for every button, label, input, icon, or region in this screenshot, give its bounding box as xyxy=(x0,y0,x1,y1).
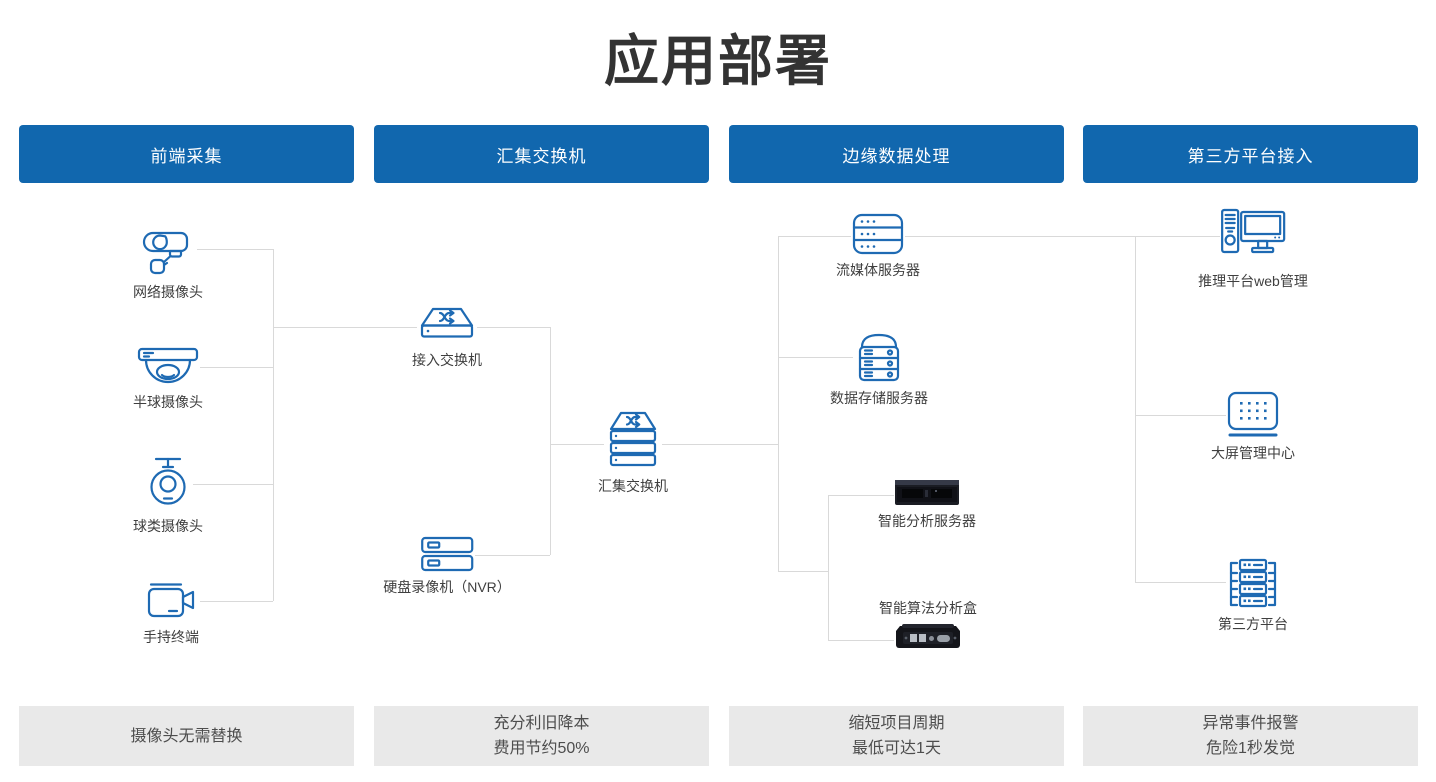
benefit-box-thirdparty: 异常事件报警 危险1秒发觉 xyxy=(1083,706,1418,766)
node-label: 汇集交换机 xyxy=(598,478,668,494)
connector-line xyxy=(550,327,551,555)
led-screen-icon xyxy=(1226,391,1280,439)
node-label: 接入交换机 xyxy=(412,352,482,368)
node-label: 大屏管理中心 xyxy=(1211,445,1295,461)
benefit-line: 费用节约50% xyxy=(493,740,590,757)
node-media-server: 流媒体服务器 xyxy=(836,212,920,280)
node-analysis-server: 智能分析服务器 xyxy=(878,477,976,531)
ai-box-photo xyxy=(894,622,962,652)
node-ball-camera: 球类摄像头 xyxy=(133,456,203,536)
column-header-frontend: 前端采集 xyxy=(19,125,354,183)
platform-servers-icon xyxy=(1226,558,1280,610)
node-label: 推理平台web管理 xyxy=(1198,273,1308,289)
node-label: 球类摄像头 xyxy=(133,518,203,534)
node-access-switch: 接入交换机 xyxy=(412,306,482,370)
connector-line xyxy=(662,444,778,445)
ptz-camera-icon xyxy=(143,456,193,512)
node-label: 半球摄像头 xyxy=(133,394,203,410)
connector-line xyxy=(477,327,550,328)
bullet-camera-icon xyxy=(139,226,197,278)
connector-line xyxy=(200,367,273,368)
connector-line xyxy=(550,444,604,445)
node-label: 智能算法分析盒 xyxy=(879,600,977,616)
node-label: 硬盘录像机（NVR） xyxy=(383,579,511,595)
node-label: 流媒体服务器 xyxy=(836,262,920,278)
page-title: 应用部署 xyxy=(603,30,832,92)
connector-line xyxy=(1135,236,1136,582)
connector-line xyxy=(778,571,828,572)
benefit-line: 缩短项目周期 xyxy=(848,715,945,732)
connector-line xyxy=(778,236,851,237)
node-dome-camera: 半球摄像头 xyxy=(133,346,203,412)
connector-line xyxy=(778,236,779,571)
switch-icon xyxy=(417,306,477,346)
workstation-icon xyxy=(1220,207,1286,255)
benefit-box-aggregation: 充分利旧降本 费用节约50% xyxy=(374,706,709,766)
node-label: 手持终端 xyxy=(143,629,199,645)
node-nvr: 硬盘录像机（NVR） xyxy=(383,535,511,597)
node-label: 网络摄像头 xyxy=(133,284,203,300)
node-label: 智能分析服务器 xyxy=(878,513,976,529)
storage-server-icon xyxy=(853,330,905,384)
video-camera-icon xyxy=(142,581,200,623)
benefit-line: 充分利旧降本 xyxy=(493,715,590,732)
connector-line xyxy=(828,495,829,640)
connector-line xyxy=(1135,236,1220,237)
connector-line xyxy=(193,484,273,485)
column-header-thirdparty: 第三方平台接入 xyxy=(1083,125,1418,183)
node-web-management: 推理平台web管理 xyxy=(1198,207,1308,291)
benefit-box-edge: 缩短项目周期 最低可达1天 xyxy=(729,706,1064,766)
benefit-line: 摄像头无需替换 xyxy=(130,727,243,745)
node-agg-switch: 汇集交换机 xyxy=(598,410,668,496)
connector-line xyxy=(828,495,894,496)
benefit-line: 最低可达1天 xyxy=(852,740,941,757)
node-label: 数据存储服务器 xyxy=(830,390,928,406)
connector-line xyxy=(905,236,1135,237)
connector-line xyxy=(200,601,273,602)
rack-server-photo xyxy=(894,477,960,507)
connector-line xyxy=(475,555,550,556)
connector-line xyxy=(197,249,273,250)
node-label: 第三方平台 xyxy=(1218,616,1288,632)
connector-line xyxy=(1135,582,1226,583)
connector-line xyxy=(828,640,894,641)
column-header-aggregation: 汇集交换机 xyxy=(374,125,709,183)
node-analysis-box: 智能算法分析盒 xyxy=(879,598,977,652)
stacked-switch-icon xyxy=(604,410,662,472)
node-handheld: 手持终端 xyxy=(142,581,200,647)
benefit-line: 异常事件报警 xyxy=(1202,715,1299,732)
column-header-edge: 边缘数据处理 xyxy=(729,125,1064,183)
connector-line xyxy=(273,327,417,328)
node-third-party: 第三方平台 xyxy=(1218,558,1288,634)
benefit-box-frontend: 摄像头无需替换 xyxy=(19,706,354,766)
benefit-line: 危险1秒发觉 xyxy=(1206,740,1295,757)
node-screen-center: 大屏管理中心 xyxy=(1211,391,1295,463)
nvr-icon xyxy=(419,535,475,573)
server-rack-icon xyxy=(851,212,905,256)
node-storage-server: 数据存储服务器 xyxy=(830,330,928,408)
connector-line xyxy=(778,357,853,358)
dome-camera-icon xyxy=(136,346,200,388)
node-network-camera: 网络摄像头 xyxy=(133,226,203,302)
connector-line xyxy=(1135,415,1226,416)
connector-line xyxy=(273,249,274,601)
